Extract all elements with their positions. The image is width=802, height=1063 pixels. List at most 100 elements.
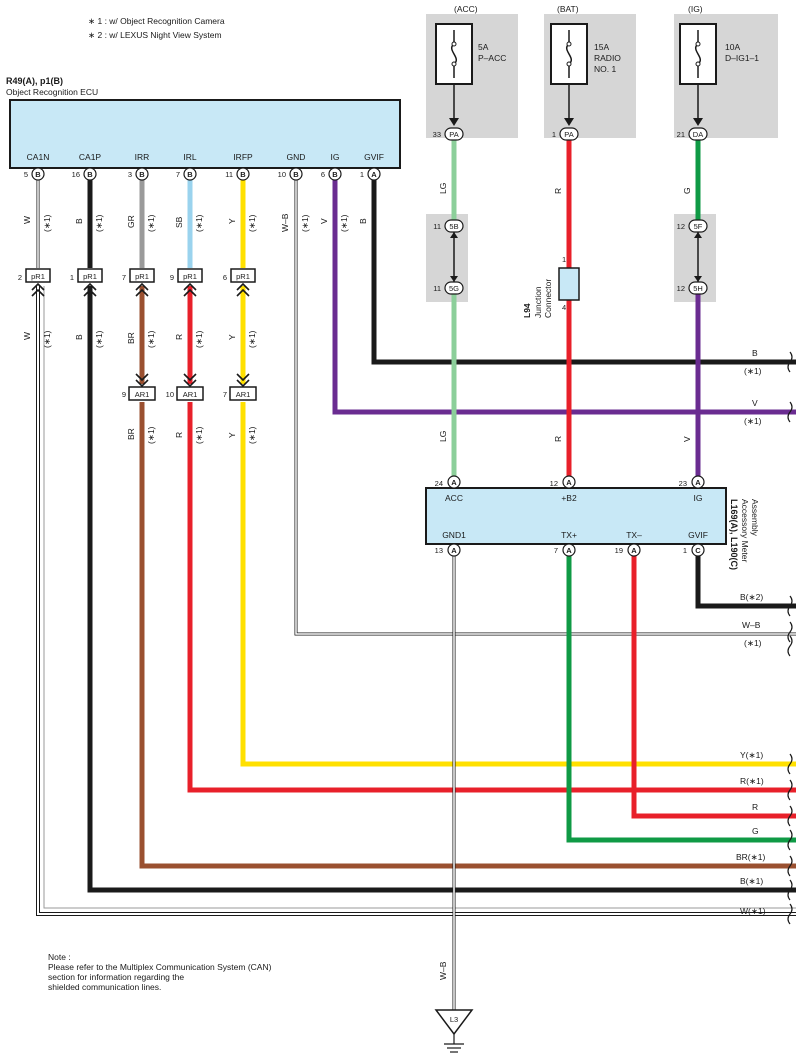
ecu-pin-labels: CA1N CA1P IRR IRL IRFP GND IG GVIF	[27, 152, 384, 162]
wire-label-note: (∗1)	[247, 426, 257, 444]
junction-code: L94	[522, 303, 532, 318]
inline-pin: 12	[677, 222, 685, 231]
fuse-pin-conn: PA	[564, 130, 573, 139]
meter-pin-label: TX+	[561, 530, 577, 540]
ar1-connector: 10 AR1	[166, 373, 204, 401]
ecu-pin-label: IG	[331, 152, 340, 162]
fuse-bat	[550, 23, 588, 85]
inline-connectors: 11 5B 11 5G 12 5F 12 5H	[433, 219, 708, 295]
ecu-pin-label: CA1N	[27, 152, 50, 162]
junction-pin-top: 1	[562, 255, 566, 264]
ground-symbol: L3	[434, 1009, 474, 1053]
wire-label: Y	[227, 334, 237, 340]
right-wire-label: W(∗1)	[740, 906, 766, 916]
wire-label-note: (∗1)	[339, 214, 349, 232]
ground-code: L3	[450, 1015, 458, 1024]
pr1-connector: 7 pR1	[122, 268, 155, 297]
wire-label: W–B	[438, 961, 448, 980]
wires	[36, 140, 796, 1010]
inline-conn: 5G	[449, 284, 459, 293]
right-wire-sub: (∗1)	[744, 638, 762, 648]
right-wire-label: G	[752, 826, 759, 836]
ecu-pin-number: 3	[128, 170, 132, 179]
meter-pin-number: 24	[435, 479, 443, 488]
wire-label-note: (∗1)	[146, 214, 156, 232]
fuse-pin-conn: PA	[449, 130, 458, 139]
ecu-pin-connectors: 5 B 16 B 3 B 7 B 11 B 10 B 6 B 1 A	[24, 167, 381, 181]
wire-label-note: (∗1)	[247, 214, 257, 232]
ecu-pin-conn: B	[332, 170, 338, 179]
fuse-pin-number: 21	[677, 130, 685, 139]
wire-label: LG	[438, 431, 448, 442]
wire-label: Y	[227, 218, 237, 224]
wire-label: V	[319, 218, 329, 224]
wire-label: R	[174, 432, 184, 438]
wire-label: W	[22, 216, 32, 224]
fuse-pin-conn: DA	[693, 130, 703, 139]
ecu-pin-number: 11	[225, 170, 233, 179]
note-line: shielded communication lines.	[48, 982, 161, 992]
wire-label: R	[174, 334, 184, 340]
pr1-pin: 7	[122, 273, 126, 282]
fuse-source-bat: (BAT)	[557, 4, 579, 14]
note-line: Please refer to the Multiplex Communicat…	[48, 962, 272, 972]
wire-label-note: (∗1)	[194, 330, 204, 348]
ecu-pin-conn: B	[87, 170, 93, 179]
pr1-connector: 6 pR1	[223, 268, 256, 297]
meter-pin-number: 23	[679, 479, 687, 488]
pr1-pin: 6	[223, 273, 227, 282]
inline-conn: 5B	[449, 222, 458, 231]
ar1-connector: 7 AR1	[223, 373, 257, 401]
wire-label: W–B	[280, 213, 290, 232]
wire-label: B	[74, 334, 84, 340]
ar1-label: AR1	[135, 390, 150, 399]
fuse-bat-name2: NO. 1	[594, 64, 616, 74]
pr1-label: pR1	[236, 272, 250, 281]
ecu-pin-conn: B	[139, 170, 145, 179]
inline-conn: 5H	[693, 284, 703, 293]
ecu-pin-conn: A	[371, 170, 377, 179]
ecu-pin-number: 1	[360, 170, 364, 179]
wire-label: Y	[227, 432, 237, 438]
ecu-box	[9, 99, 401, 169]
wire-label: R	[553, 436, 563, 442]
wire-label: BR	[126, 332, 136, 344]
fuse-source-acc: (ACC)	[454, 4, 478, 14]
wire-label-note: (∗1)	[194, 214, 204, 232]
ecu-pin-number: 10	[278, 170, 286, 179]
pr1-connector: 1 pR1	[70, 268, 103, 297]
pr1-connector: 2 pR1	[18, 268, 51, 297]
right-wire-label: Y(∗1)	[740, 750, 763, 760]
meter-pin-number: 7	[554, 546, 558, 555]
pr1-pin: 1	[70, 273, 74, 282]
pr1-connectors: 2 pR1 1 pR1 7 pR1 9 pR1 6 pR1	[18, 268, 256, 297]
meter-pin-label: ACC	[445, 493, 463, 503]
meter-pin-label: GVIF	[688, 530, 708, 540]
right-wire-sub: (∗1)	[744, 416, 762, 426]
wire-label-note: (∗1)	[194, 426, 204, 444]
wire-label: SB	[174, 216, 184, 228]
wire-label: B	[74, 218, 84, 224]
meter-name1: Accessory Meter	[740, 499, 750, 562]
wire-label-note: (∗1)	[94, 330, 104, 348]
right-wire-label: B	[752, 348, 758, 358]
pr1-label: pR1	[183, 272, 197, 281]
pr1-label: pR1	[135, 272, 149, 281]
right-wire-label: R	[752, 802, 758, 812]
wire-label: LG	[438, 183, 448, 194]
fuse-acc-name: P–ACC	[478, 53, 506, 63]
right-wire-label: B(∗2)	[740, 592, 763, 602]
right-wire-label: W–B	[742, 620, 761, 630]
ecu-name: Object Recognition ECU	[6, 87, 98, 97]
wire-color-labels: W (∗1) B (∗1) GR (∗1) SB (∗1) Y (∗1) W–B…	[22, 183, 692, 980]
ecu-pin-label: IRFP	[233, 152, 253, 162]
inline-pin: 11	[433, 222, 441, 231]
wire-label: BR	[126, 428, 136, 440]
meter-pin-label: IG	[694, 493, 703, 503]
right-wire-label: R(∗1)	[740, 776, 764, 786]
inline-pin: 12	[677, 284, 685, 293]
right-wire-label: BR(∗1)	[736, 852, 765, 862]
fuse-connectors: 33 PA 1 PA 21 DA	[433, 127, 708, 141]
junction-name1: Junction	[533, 286, 543, 318]
